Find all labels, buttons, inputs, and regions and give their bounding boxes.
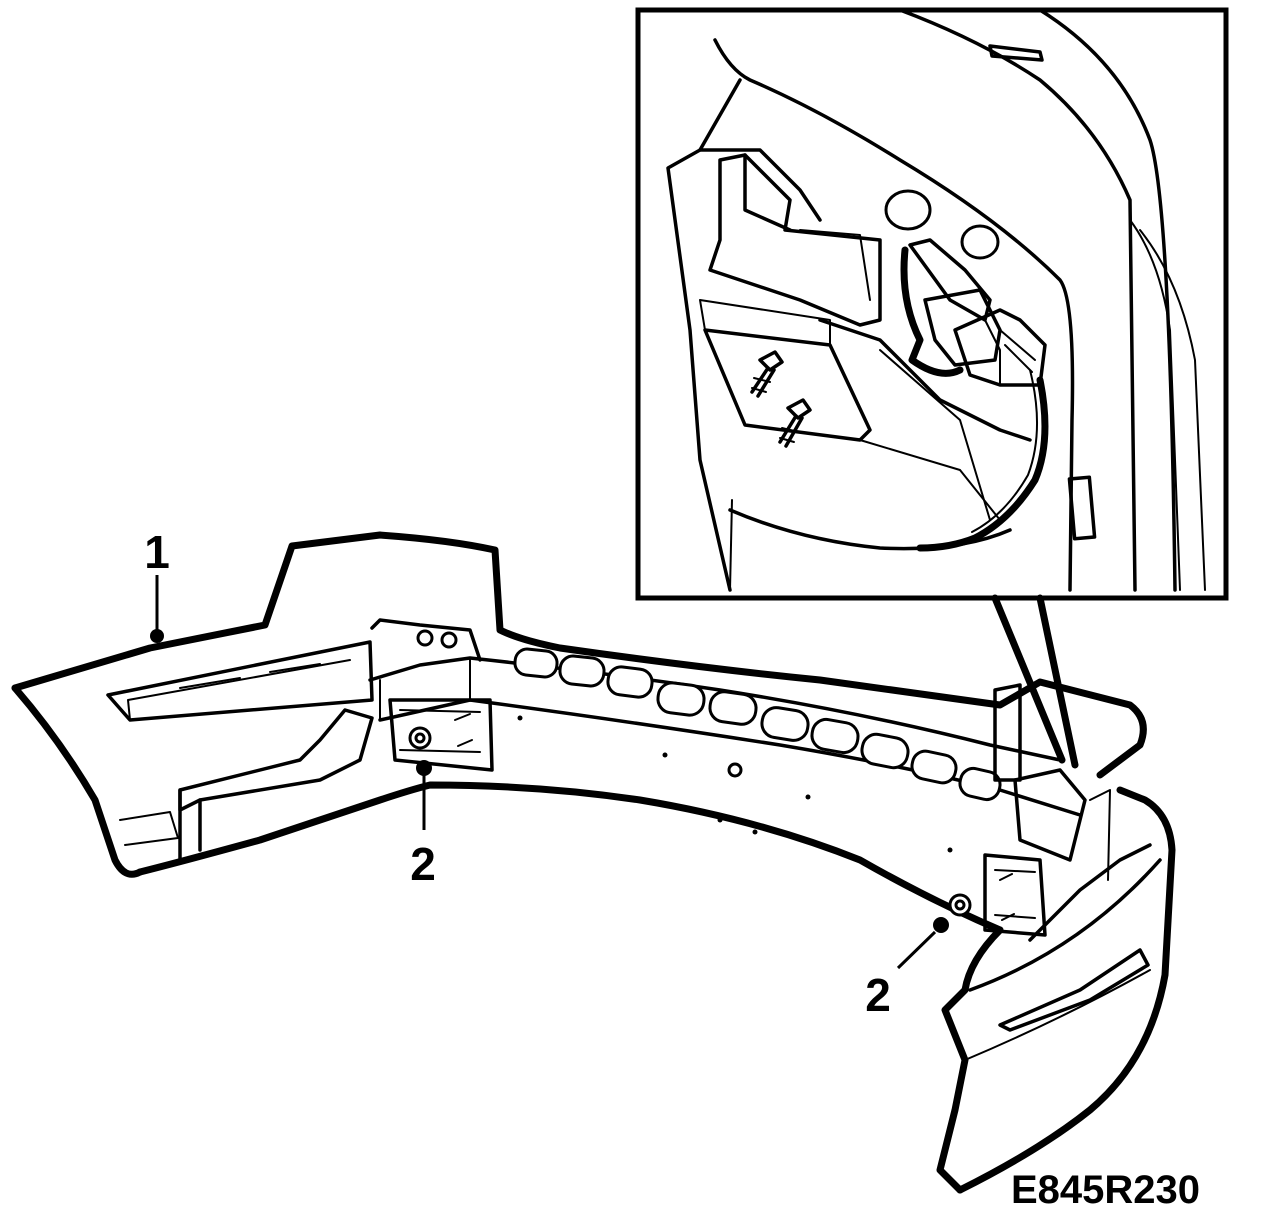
bolt-icon (778, 398, 812, 448)
bolt-icon (750, 350, 784, 398)
electrical-connector (900, 238, 1049, 552)
callout-2-right-label: 2 (865, 969, 891, 1021)
inset-body-panel (666, 8, 1206, 592)
callout-2-left: 2 (410, 760, 436, 890)
rivet-dots (517, 715, 953, 853)
figure-code: E845R230 (1011, 1168, 1200, 1212)
callout-2-right: 2 (865, 917, 949, 1021)
inset-leader (991, 594, 1079, 769)
callout-1-label: 1 (144, 526, 170, 578)
detail-inset (635, 7, 1229, 769)
callout-1: 1 (144, 526, 170, 643)
beam-slots (513, 647, 1002, 802)
bumper-cover (11, 531, 1176, 1194)
callout-2-left-label: 2 (410, 838, 436, 890)
